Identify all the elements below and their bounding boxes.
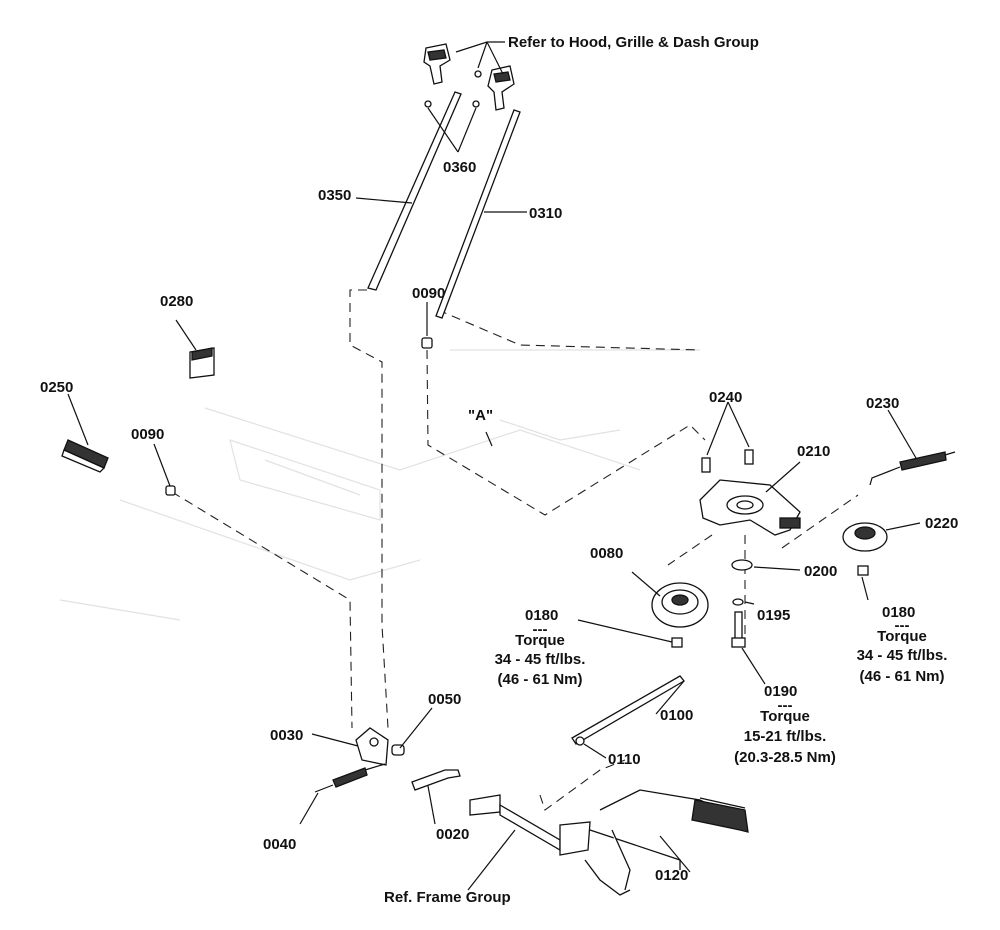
- label-0195: 0195: [757, 607, 790, 624]
- label-0120: 0120: [655, 867, 688, 884]
- label-0080: 0080: [590, 545, 623, 562]
- label-0020: 0020: [436, 826, 469, 843]
- dash-control-levers: [423, 43, 515, 111]
- label-0220: 0220: [925, 515, 958, 532]
- ghost-frame-outline: [59, 349, 700, 621]
- idler-bracket-0210: [699, 479, 801, 536]
- spring-0230: [869, 451, 956, 486]
- clips-0360: [424, 100, 480, 108]
- bolt-0240-a: [701, 457, 711, 473]
- bolt-0240-b: [744, 449, 754, 465]
- label-0030: 0030: [270, 727, 303, 744]
- label-0210: 0210: [797, 443, 830, 460]
- handle-grip-0120: [691, 797, 749, 833]
- bushing-0050: [391, 744, 405, 756]
- frame-pedal-assembly: [469, 789, 721, 896]
- label-view-a: "A": [468, 407, 493, 424]
- washer-0195: [732, 598, 744, 606]
- label-0110: 0110: [608, 751, 641, 768]
- label-0280: 0280: [160, 293, 193, 310]
- label-0250: 0250: [40, 379, 73, 396]
- label-0180-right: 0180: [882, 604, 915, 621]
- leader-lines: [67, 41, 921, 891]
- label-0350: 0350: [318, 187, 351, 204]
- label-0050: 0050: [428, 691, 461, 708]
- rod-0020: [411, 769, 461, 791]
- label-0040: 0040: [263, 836, 296, 853]
- label-0100: 0100: [660, 707, 693, 724]
- bolt-0190: [731, 611, 746, 648]
- torque-right-imperial: 34 - 45 ft/lbs.: [857, 647, 948, 664]
- torque-right-title: Torque: [877, 628, 927, 645]
- label-0240: 0240: [709, 389, 742, 406]
- lever-0030: [355, 727, 389, 766]
- torque-left-title: Torque: [515, 632, 565, 649]
- pulley-0080: [651, 582, 709, 628]
- label-0200: 0200: [804, 563, 837, 580]
- label-frame-ref: Ref. Frame Group: [384, 889, 511, 906]
- torque-left-metric: (46 - 61 Nm): [497, 671, 582, 688]
- washer-0200: [731, 559, 753, 571]
- nut-0180-right: [857, 565, 869, 576]
- rod-0350: [367, 91, 462, 291]
- spring-0040: [314, 763, 386, 793]
- nut-0180-left: [671, 637, 683, 648]
- torque-left-imperial: 34 - 45 ft/lbs.: [495, 651, 586, 668]
- torque-right-metric: (46 - 61 Nm): [859, 668, 944, 685]
- callout-labels: Refer to Hood, Grille & Dash Group 0360 …: [40, 34, 958, 906]
- label-0360: 0360: [443, 159, 476, 176]
- label-0310: 0310: [529, 205, 562, 222]
- torque-0190-title: Torque: [760, 708, 810, 725]
- torque-0190-imperial: 15-21 ft/lbs.: [744, 728, 827, 745]
- label-0190: 0190: [764, 683, 797, 700]
- torque-right-sep: ---: [895, 617, 910, 634]
- clip-0110: [575, 736, 585, 746]
- label-0180-left: 0180: [525, 607, 558, 624]
- label-0090-top: 0090: [412, 285, 445, 302]
- label-0090-left: 0090: [131, 426, 164, 443]
- torque-0190-metric: (20.3-28.5 Nm): [734, 749, 836, 766]
- torque-0190-sep: ---: [778, 697, 793, 714]
- label-hood-ref: Refer to Hood, Grille & Dash Group: [508, 34, 759, 51]
- assembly-dashed-lines: [171, 289, 859, 811]
- pulley-0220: [842, 522, 888, 552]
- nut-0090-top: [421, 337, 433, 349]
- nut-0090-left: [165, 485, 176, 496]
- label-0230: 0230: [866, 395, 899, 412]
- rod-0310: [435, 109, 521, 319]
- torque-left-sep: ---: [533, 621, 548, 638]
